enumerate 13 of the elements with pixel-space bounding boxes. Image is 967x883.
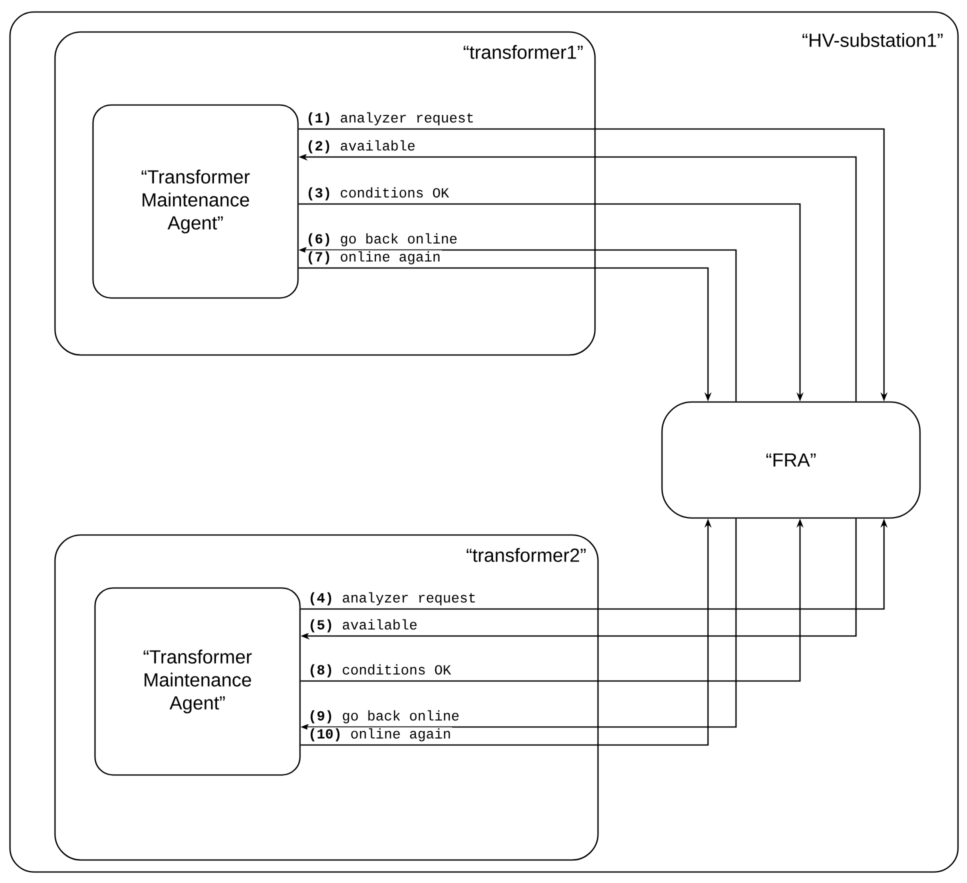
edge-label: (6) go back online (305, 232, 459, 248)
process-box: “FRA” (661, 401, 921, 519)
edge-label: (4) analyzer request (307, 591, 478, 606)
edge-label: (2) available (305, 139, 417, 154)
agent-box: “Transformer Maintenance Agent” (92, 104, 299, 299)
edge-label: (3) conditions OK (305, 186, 450, 202)
edge-label: (10) online again (307, 727, 452, 742)
edge-label: (1) analyzer request (305, 111, 476, 126)
edge-label: (8) conditions OK (307, 663, 452, 678)
edge-label: (5) available (307, 618, 419, 634)
agent-box: “Transformer Maintenance Agent” (94, 587, 301, 776)
edge-label: (9) go back online (307, 709, 461, 724)
edge-label: (7) online again (305, 250, 442, 266)
